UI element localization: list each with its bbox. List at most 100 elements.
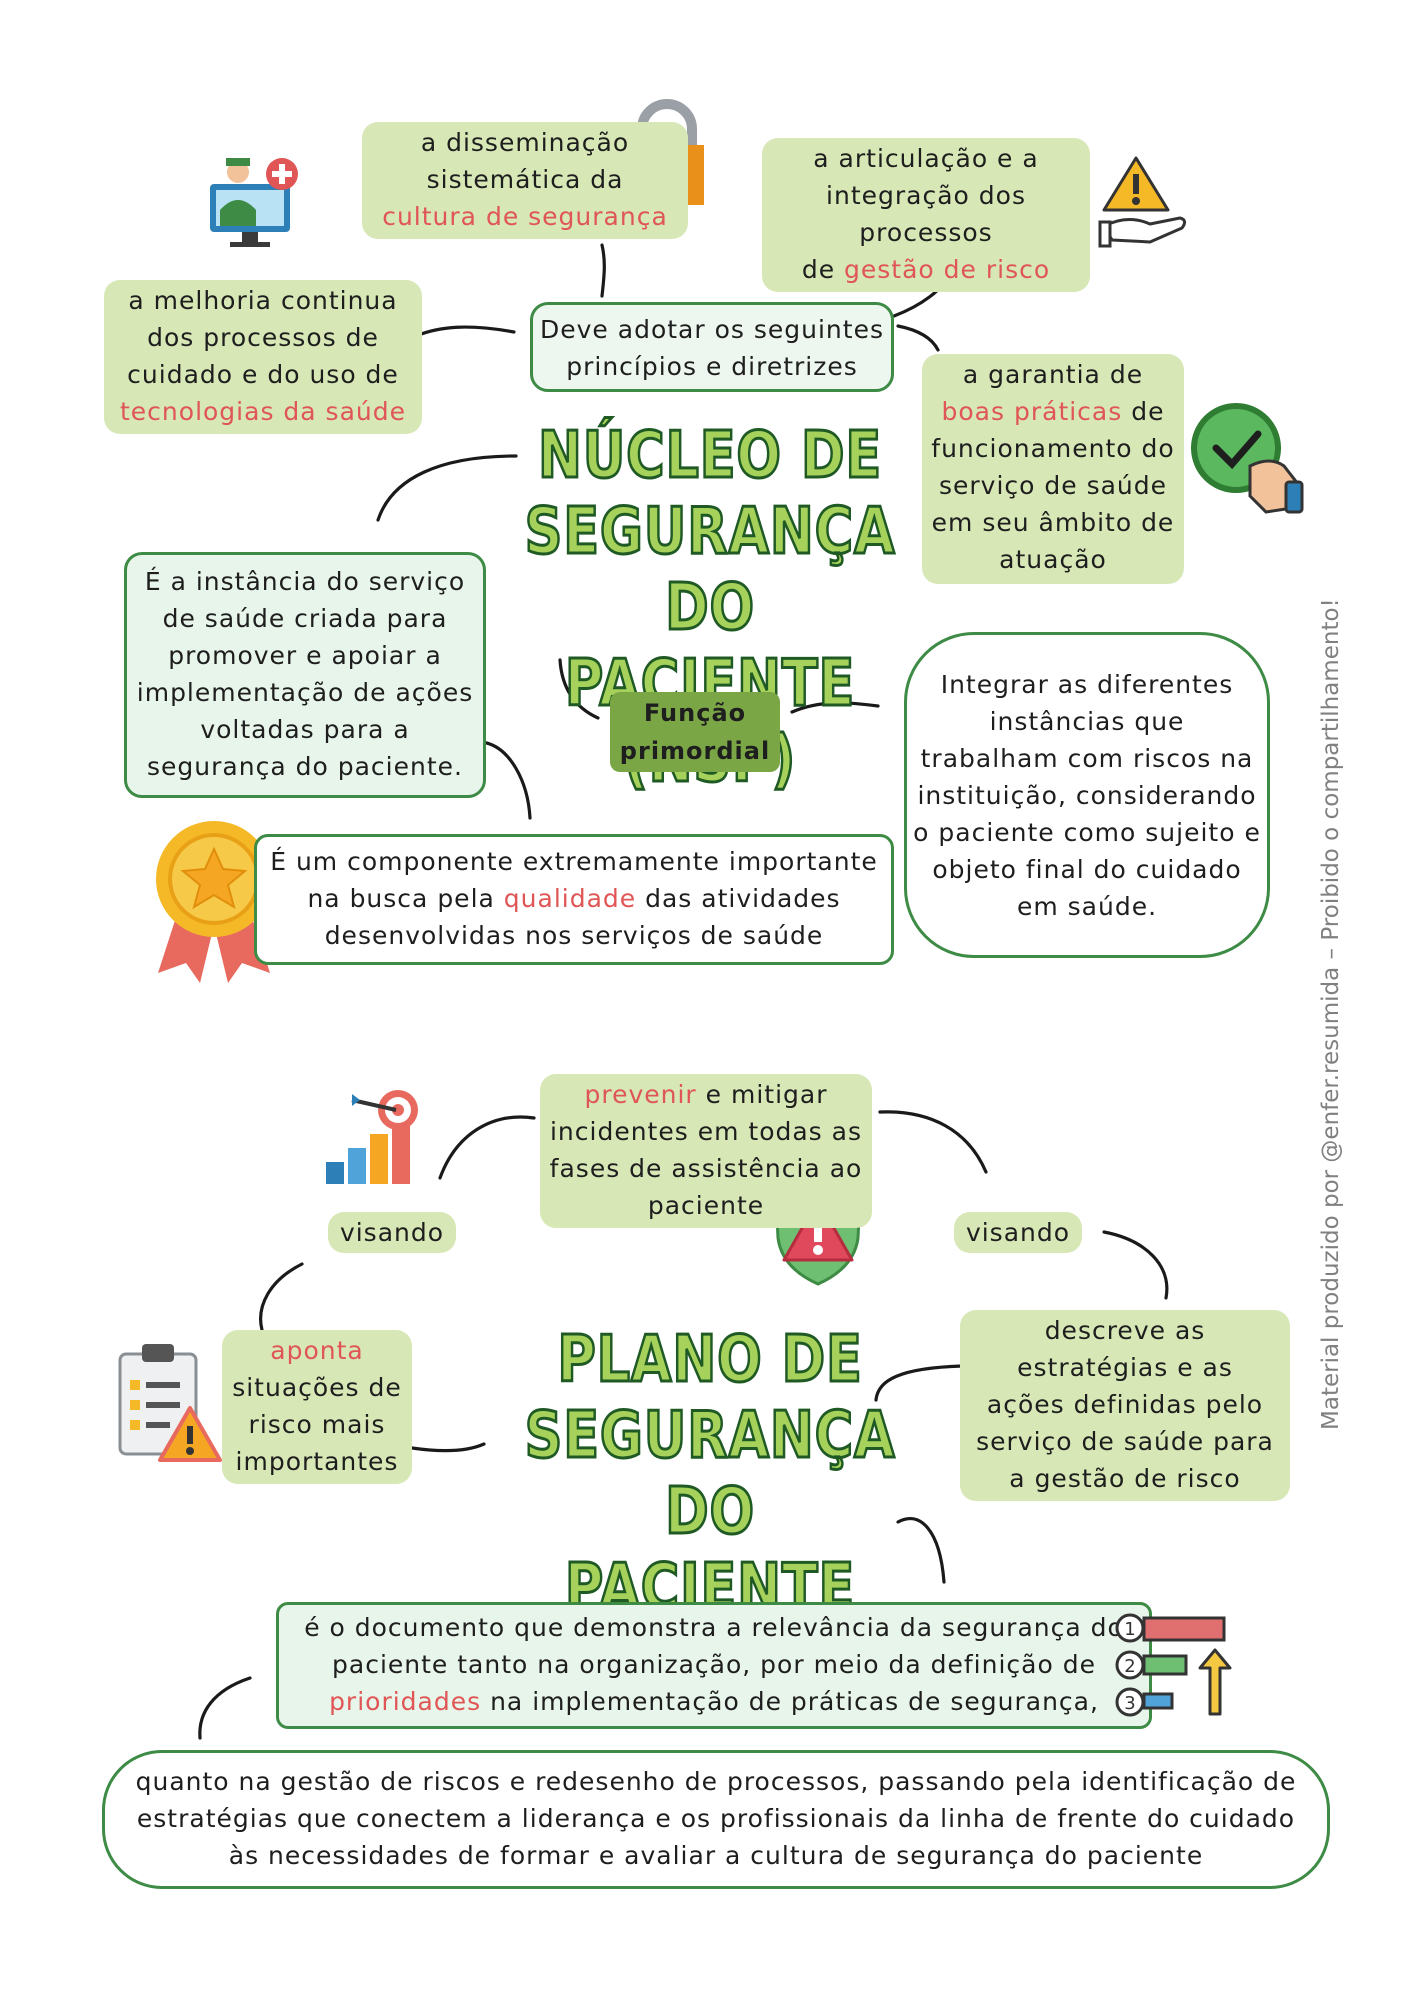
- priority-number-3: 3: [1124, 1693, 1135, 1714]
- connector: [480, 740, 532, 820]
- text-line: a garantia de: [962, 360, 1144, 389]
- text-line: na busca pela qualidade das atividades: [261, 880, 887, 917]
- visando-right: visando: [954, 1212, 1082, 1253]
- text-line: princípios e diretrizes: [566, 352, 858, 381]
- warning-hand-icon: [1098, 152, 1190, 248]
- text-line: é o documento que demonstra a relevância…: [304, 1613, 1124, 1642]
- highlight-text: qualidade: [503, 884, 637, 913]
- describes-box: descreve as estratégias e as ações defin…: [960, 1310, 1290, 1501]
- text-line: a gestão de risco: [1009, 1464, 1241, 1493]
- text-line: situações de: [232, 1373, 402, 1402]
- aponta-box: aponta situações de risco mais important…: [222, 1330, 412, 1484]
- function-text-box: Integrar as diferentes instâncias que tr…: [904, 632, 1270, 958]
- text-line: trabalham com riscos na: [920, 743, 1254, 773]
- text-line: Deve adotar os seguintes: [540, 315, 884, 344]
- priority-bars-icon: 1 2 3: [1114, 1610, 1234, 1720]
- center-label: Deve adotar os seguintes princípios e di…: [530, 302, 894, 392]
- text-line: instâncias que: [989, 706, 1185, 736]
- connector: [259, 1262, 304, 1332]
- principle-articulation: a articulação e a integração dos process…: [762, 138, 1090, 292]
- text-line: em seu âmbito de: [931, 508, 1175, 537]
- text-line: Integrar as diferentes: [940, 669, 1234, 699]
- text-line: objeto final do cuidado: [932, 854, 1242, 884]
- text-prefix: de: [801, 255, 845, 284]
- connector: [874, 1364, 964, 1402]
- connector: [198, 1676, 252, 1740]
- principle-dissemination: a disseminação sistemática da cultura de…: [362, 122, 688, 239]
- connector: [878, 1110, 988, 1174]
- text-line: sistemática da: [426, 165, 624, 194]
- text-line: funcionamento do: [931, 434, 1175, 463]
- clipboard-warning-icon: [114, 1340, 226, 1468]
- text-line: Função: [643, 699, 747, 727]
- text-line: em saúde.: [1016, 891, 1158, 921]
- title-line: SEGURANÇA DO: [523, 1398, 896, 1551]
- text-line: É a instância do serviço: [144, 567, 466, 596]
- highlight-text: prevenir: [584, 1080, 697, 1109]
- text-suffix: e mitigar: [696, 1080, 828, 1109]
- connector: [414, 325, 516, 338]
- text-suffix: na implementação de práticas de seguranç…: [481, 1687, 1099, 1716]
- text-line: risco mais: [248, 1410, 386, 1439]
- text-line: ações definidas pelo: [986, 1390, 1264, 1419]
- doctor-monitor-icon: [202, 150, 312, 250]
- text-line: de saúde criada para: [162, 604, 448, 633]
- watermark: Material produzido por @enfer.resumida –…: [1318, 598, 1344, 1430]
- text-line: paciente tanto na organização, por meio …: [332, 1650, 1096, 1679]
- highlight-text: boas práticas: [941, 397, 1123, 426]
- title-line: NÚCLEO DE: [537, 418, 883, 495]
- text-line: estratégias que conectem a liderança e o…: [136, 1804, 1296, 1833]
- highlight-text: tecnologias da saúde: [120, 397, 406, 426]
- connector: [896, 1517, 946, 1584]
- text-line: serviço de saúde: [938, 471, 1168, 500]
- connector: [896, 324, 940, 352]
- text-line: importantes: [235, 1447, 399, 1476]
- priority-number-1: 1: [1124, 1619, 1135, 1640]
- text-line: o paciente como sujeito e: [913, 817, 1261, 847]
- highlight-text: gestão de risco: [844, 255, 1051, 284]
- text-line: a disseminação: [420, 128, 630, 157]
- target-chart-icon: [322, 1086, 424, 1188]
- text-line: desenvolvidas nos serviços de saúde: [324, 921, 824, 950]
- conclusion-box: quanto na gestão de riscos e redesenho d…: [102, 1750, 1330, 1889]
- highlight-text: cultura de segurança: [382, 202, 668, 231]
- connector: [438, 1115, 536, 1180]
- text-line: estratégias e as: [1017, 1353, 1233, 1382]
- connector: [790, 701, 880, 714]
- connector: [600, 243, 606, 298]
- text-line: atuação: [999, 545, 1107, 574]
- text-line: prioridades na implementação de práticas…: [287, 1683, 1141, 1720]
- text-prefix: na busca pela: [307, 884, 504, 913]
- connector: [558, 658, 600, 720]
- function-tag: Função primordial: [610, 692, 780, 772]
- text-line: boas práticas de: [928, 393, 1178, 430]
- text-line: de gestão de risco: [768, 251, 1084, 288]
- text-suffix: das atividades: [636, 884, 841, 913]
- nsp-title: NÚCLEO DE SEGURANÇA DO PACIENTE (NSP): [513, 418, 907, 799]
- text-line: primordial: [619, 737, 771, 765]
- definition-box: É a instância do serviço de saúde criada…: [124, 552, 486, 798]
- connector: [1102, 1230, 1169, 1300]
- text-line: É um componente extremamente importante: [270, 847, 878, 876]
- text-line: às necessidades de formar e avaliar a cu…: [228, 1841, 1204, 1870]
- text-line: fases de assistência ao: [549, 1154, 863, 1183]
- checkmark-hand-icon: [1188, 400, 1308, 520]
- highlight-text: prioridades: [329, 1687, 482, 1716]
- text-suffix: de: [1122, 397, 1165, 426]
- text-line: a melhoria continua: [128, 286, 398, 315]
- title-line: SEGURANÇA DO: [523, 494, 896, 647]
- text-line: instituição, considerando: [917, 780, 1257, 810]
- text-line: promover e apoiar a: [168, 641, 442, 670]
- text-line: segurança do paciente.: [147, 752, 463, 781]
- medal-icon: [150, 815, 278, 985]
- connector: [410, 1442, 486, 1453]
- text-line: voltadas para a: [200, 715, 410, 744]
- highlight-text: aponta: [270, 1336, 364, 1365]
- text-line: implementação de ações: [136, 678, 474, 707]
- importance-box: É um componente extremamente importante …: [254, 834, 894, 965]
- goal-box: prevenir e mitigar incidentes em todas a…: [540, 1074, 872, 1228]
- principle-improvement: a melhoria continua dos processos de cui…: [104, 280, 422, 434]
- text-line: serviço de saúde para: [976, 1427, 1274, 1456]
- text-line: incidentes em todas as: [549, 1117, 862, 1146]
